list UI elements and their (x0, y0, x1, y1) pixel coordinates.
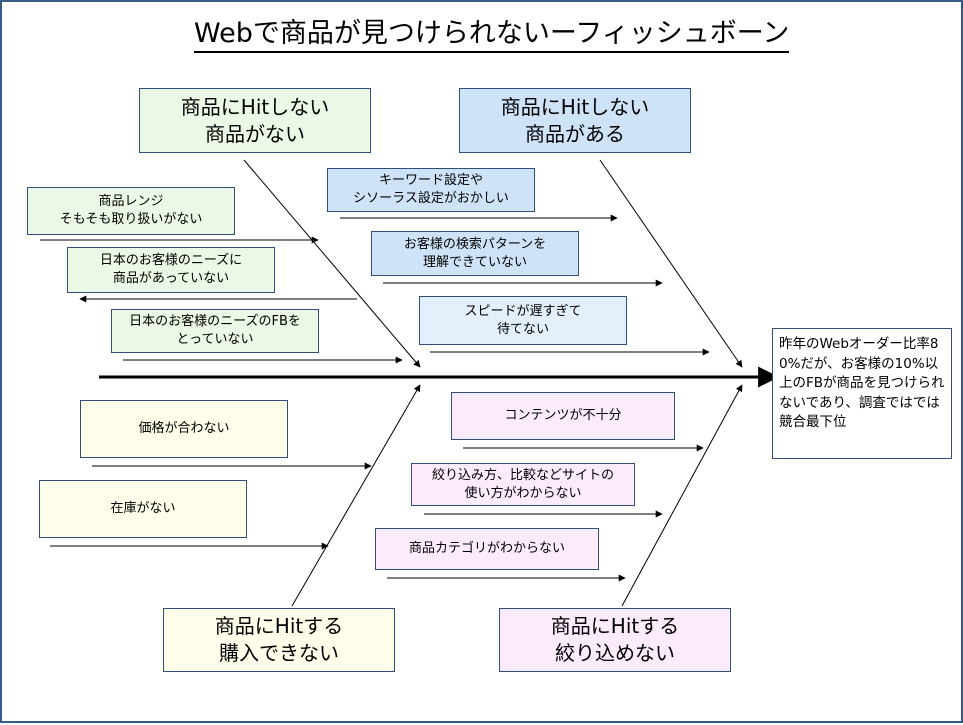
diagram-title: Webで商品が見つけられないーフィッシュボーン (194, 18, 790, 53)
cause-br-category: 商品カテゴリがわからない (375, 528, 599, 570)
cause-tl-product-range: 商品レンジ そもそも取り扱いがない (27, 187, 235, 235)
bone-top-left (243, 159, 421, 368)
cause-tr-keyword-settings: キーワード設定や シソーラス設定がおかしい (327, 168, 535, 212)
cause-bl-stock: 在庫がない (39, 480, 247, 538)
cause-tr-speed: スピードが遅すぎて 待てない (419, 296, 627, 345)
category-top-left: 商品にHitしない 商品がない (139, 88, 371, 153)
category-top-right: 商品にHitしない 商品がある (459, 88, 691, 153)
category-bottom-left: 商品にHitする 購入できない (163, 608, 395, 672)
cause-br-content: コンテンツが不十分 (451, 392, 675, 440)
effect-problem-statement: 昨年のWebオーダー比率80%だが、お客様の10%以上のFBが商品を見つけられな… (772, 328, 952, 459)
category-bottom-right: 商品にHitする 絞り込めない (499, 608, 731, 672)
cause-tl-needs-mismatch: 日本のお客様のニーズに 商品があっていない (67, 247, 275, 293)
cause-tl-no-feedback: 日本のお客様のニーズのFBを とっていない (111, 309, 319, 353)
bone-bottom-right (621, 384, 743, 607)
bone-bottom-left (291, 384, 421, 607)
cause-br-filtering: 絞り込み方、比較などサイトの 使い方がわからない (411, 463, 635, 506)
cause-bl-price: 価格が合わない (80, 400, 288, 458)
bone-top-right (599, 159, 743, 368)
cause-tr-search-patterns: お客様の検索パターンを 理解できていない (371, 231, 579, 276)
